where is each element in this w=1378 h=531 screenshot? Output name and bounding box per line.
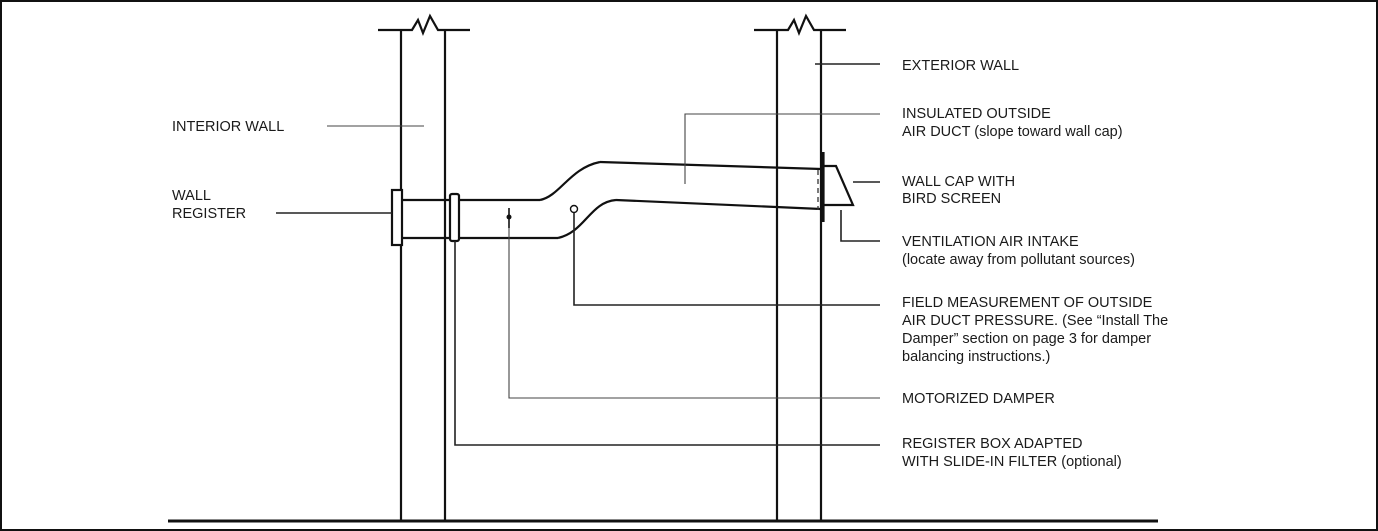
labels: EXTERIOR WALL INTERIOR WALL INSULATED OU…: [172, 58, 1168, 470]
label-interior-wall: INTERIOR WALL: [172, 119, 284, 135]
label-wall-cap-line2: BIRD SCREEN: [902, 191, 1001, 207]
label-ventilation-intake-line2: (locate away from pollutant sources): [902, 252, 1135, 268]
wall-register: [390, 188, 404, 247]
register-box-flange: [448, 192, 461, 243]
motorized-damper-symbol: [506, 208, 512, 228]
wall-cap: [821, 152, 855, 222]
leader-insulated-duct: [684, 113, 880, 184]
label-field-measurement-line4: balancing instructions.): [902, 349, 1050, 365]
leader-ventilation-intake: [840, 210, 880, 242]
label-insulated-duct-line2: AIR DUCT (slope toward wall cap): [902, 124, 1123, 140]
label-insulated-duct-line1: INSULATED OUTSIDE: [902, 106, 1051, 122]
leader-motorized-damper: [508, 228, 880, 399]
duct-assembly: [401, 160, 822, 240]
leader-field-measurement: [573, 213, 880, 306]
pressure-tap: [569, 204, 579, 214]
label-exterior-wall: EXTERIOR WALL: [902, 58, 1019, 74]
label-register-box-line1: REGISTER BOX ADAPTED: [902, 436, 1083, 452]
label-wall-register-line2: REGISTER: [172, 206, 246, 222]
label-field-measurement-line1: FIELD MEASUREMENT OF OUTSIDE: [902, 295, 1153, 311]
label-field-measurement-line2: AIR DUCT PRESSURE. (See “Install The: [902, 313, 1168, 329]
label-ventilation-intake-line1: VENTILATION AIR INTAKE: [902, 234, 1079, 250]
label-wall-cap-line1: WALL CAP WITH: [902, 174, 1015, 190]
interior-wall: [378, 13, 470, 521]
label-register-box-line2: WITH SLIDE-IN FILTER (optional): [902, 454, 1122, 470]
label-wall-register-line1: WALL: [172, 188, 211, 204]
exterior-wall: [754, 13, 846, 521]
leader-register-box: [454, 241, 880, 446]
label-field-measurement-line3: Damper” section on page 3 for damper: [902, 331, 1151, 347]
leader-lines: [276, 63, 880, 446]
label-motorized-damper: MOTORIZED DAMPER: [902, 391, 1055, 407]
